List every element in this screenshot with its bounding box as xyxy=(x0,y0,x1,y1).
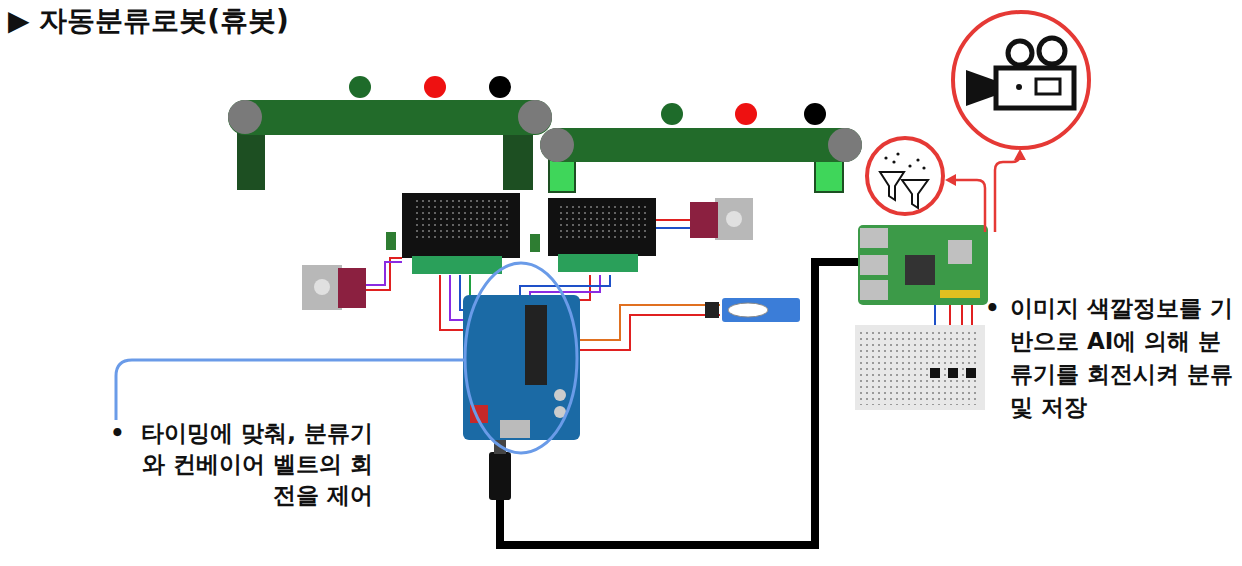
red-arrow-part xyxy=(1014,149,1026,160)
conveyor-belt-part xyxy=(828,128,862,162)
stepper-motor-part xyxy=(302,265,342,310)
arduino-board xyxy=(463,295,580,440)
breadboard-part xyxy=(948,368,958,378)
stepper-driver-part xyxy=(402,193,520,258)
leader-line xyxy=(116,360,466,420)
stepper-motor-part xyxy=(338,268,366,308)
conveyor-belt-part xyxy=(661,103,683,125)
conveyor-belt-part xyxy=(815,160,843,192)
stepper-driver-part xyxy=(558,254,638,272)
stepper-driver-part xyxy=(412,256,502,274)
camera-icon-part xyxy=(1036,79,1060,94)
camera-icon-part xyxy=(1016,84,1022,90)
stepper-motor-part xyxy=(690,202,718,238)
conveyor-belt xyxy=(228,76,552,190)
conveyor-belt-part xyxy=(237,130,265,190)
stepper-motor-part xyxy=(314,279,330,295)
raspberry-pi-part xyxy=(858,225,988,305)
filter-icon-part xyxy=(880,172,904,200)
callout-text: 타이밍에 맞춰, 분류기와 컨베이어 벨트의 회전을 제어 xyxy=(136,418,373,511)
conveyor-belt-part xyxy=(540,128,574,162)
conveyor-belt-part xyxy=(540,128,862,162)
wires-part xyxy=(580,305,720,340)
conveyor-belt-part xyxy=(735,103,757,125)
stepper-driver-part xyxy=(548,198,656,256)
raspberry-pi-part xyxy=(948,240,972,264)
camera-icon xyxy=(953,12,1089,148)
stepper-driver-part xyxy=(412,200,510,240)
arduino-board-part xyxy=(500,420,530,438)
raspberry-pi-part xyxy=(860,228,888,248)
conveyor-belt-part xyxy=(518,100,552,134)
filter-icon-part xyxy=(884,156,887,159)
conveyor-belt-part xyxy=(228,100,262,134)
conveyor-belt xyxy=(540,103,862,192)
wires-part xyxy=(365,258,402,290)
stepper-driver-part xyxy=(386,232,396,250)
stepper-motor xyxy=(302,198,753,310)
bullet: • xyxy=(110,418,125,449)
filter-icon-part xyxy=(867,138,943,214)
stepper-driver-part xyxy=(530,234,540,252)
usb-cable-part xyxy=(489,452,511,500)
breadboard-part xyxy=(855,325,985,410)
breadboard-part xyxy=(966,368,976,378)
filter-icon-part xyxy=(922,166,925,169)
conveyor-belt-part xyxy=(549,160,575,192)
conveyor-belt-part xyxy=(349,76,371,98)
wires-part xyxy=(656,227,690,229)
filter-icon-part xyxy=(896,152,899,155)
camera-icon-part xyxy=(996,68,1074,108)
bullet: • xyxy=(985,292,1000,325)
conveyor-belt-part xyxy=(424,76,446,98)
filter-icon-part xyxy=(916,158,919,161)
conveyor-belt-part xyxy=(489,76,511,98)
highlight-ellipse xyxy=(465,263,577,453)
servo-motor-part xyxy=(705,302,719,318)
red-arrow-part xyxy=(954,180,985,232)
wires-part xyxy=(580,315,720,350)
conveyor-belt-part xyxy=(228,100,552,135)
filter-icon-part xyxy=(892,160,895,163)
red-arrow xyxy=(945,149,1026,232)
page-title: ▶ 자동분류로봇(휴봇) xyxy=(8,4,289,38)
camera-icon-part xyxy=(953,12,1089,148)
servo-motor xyxy=(705,298,800,322)
red-arrow-part xyxy=(945,174,956,186)
conveyor-belt-part xyxy=(503,130,533,190)
camera-icon-part xyxy=(966,70,994,106)
raspberry-pi xyxy=(858,225,988,305)
breadboard xyxy=(855,325,985,410)
raspberry-pi-part xyxy=(905,255,935,285)
stepper-motor-part xyxy=(726,211,742,227)
filter-icon-part xyxy=(908,164,911,167)
camera-icon-part xyxy=(1039,38,1065,64)
red-arrow-part xyxy=(995,154,1020,232)
raspberry-pi-part xyxy=(940,290,980,298)
stepper-driver-part xyxy=(556,204,646,240)
raspberry-pi-part xyxy=(860,280,888,300)
wires-part xyxy=(365,262,402,285)
servo-motor-part xyxy=(722,298,800,322)
arduino-board-part xyxy=(554,389,566,401)
callout-text: 이미지 색깔정보를 기반으로 AI에 의해 분류기를 회전시켜 분류 및 저장 xyxy=(1010,292,1236,424)
stepper-motor-part xyxy=(715,198,753,240)
camera-icon-part xyxy=(1008,41,1032,65)
breadboard-part xyxy=(860,330,980,405)
arduino-board-part xyxy=(525,305,547,385)
servo-motor-part xyxy=(728,303,768,317)
wires-part xyxy=(656,219,690,221)
arduino-board-part xyxy=(463,295,580,440)
filter-icon xyxy=(867,138,943,214)
conveyor-belt-part xyxy=(804,103,826,125)
raspberry-pi-part xyxy=(860,255,888,275)
breadboard-part xyxy=(930,368,940,378)
filter-icon-part xyxy=(902,180,928,208)
